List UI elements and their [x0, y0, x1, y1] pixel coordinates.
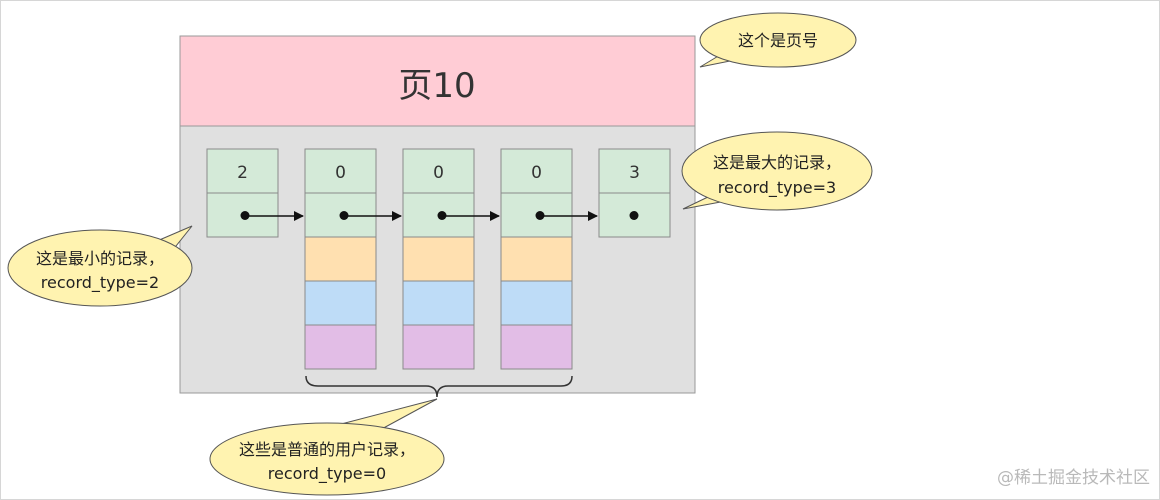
callout-page-number: 这个是页号 [699, 12, 857, 68]
callout-text: record_type=0 [268, 464, 386, 484]
record-type-label: 3 [629, 163, 640, 183]
callout-text: 这是最大的记录， [713, 153, 841, 172]
record-user-1: 0 [304, 148, 377, 370]
callout-text: record_type=3 [718, 178, 836, 198]
callout-user-records: 这些是普通的用户记录， record_type=0 [209, 398, 445, 496]
callout-text: 这是最小的记录， [36, 249, 164, 268]
page-header [179, 35, 696, 127]
record-type-label: 0 [335, 163, 346, 183]
record-infimum: 2 [206, 148, 279, 238]
record-data-field-orange [500, 236, 573, 282]
record-data-field-purple [304, 324, 377, 370]
callout-text: 这些是普通的用户记录， [239, 440, 415, 459]
record-header-cell [206, 148, 279, 194]
record-header-cell [598, 148, 671, 194]
record-header-cell [304, 148, 377, 194]
record-supremum: 3 [598, 148, 671, 238]
record-data-field-blue [304, 280, 377, 326]
pointer-dot [629, 211, 639, 220]
record-data-field-orange [402, 236, 475, 282]
callout-max-record: 这是最大的记录， record_type=3 [681, 131, 873, 211]
record-user-2: 0 [402, 148, 475, 370]
record-type-label: 2 [237, 163, 248, 183]
record-data-field-orange [304, 236, 377, 282]
user-records-brace [305, 375, 573, 398]
callout-text: record_type=2 [41, 273, 159, 293]
record-type-label: 0 [531, 163, 542, 183]
records-layer: 2 0 0 0 3 [206, 148, 671, 370]
page-title: 页10 [398, 66, 475, 106]
record-header-cell [500, 148, 573, 194]
record-type-label: 0 [433, 163, 444, 183]
callout-min-record: 这是最小的记录， record_type=2 [7, 225, 193, 307]
record-header-cell [402, 148, 475, 194]
callout-text: 这个是页号 [738, 31, 818, 50]
record-data-field-purple [500, 324, 573, 370]
record-data-field-blue [402, 280, 475, 326]
record-data-field-purple [402, 324, 475, 370]
watermark: @稀土掘金技术社区 [997, 468, 1150, 488]
record-data-field-blue [500, 280, 573, 326]
record-user-3: 0 [500, 148, 573, 370]
